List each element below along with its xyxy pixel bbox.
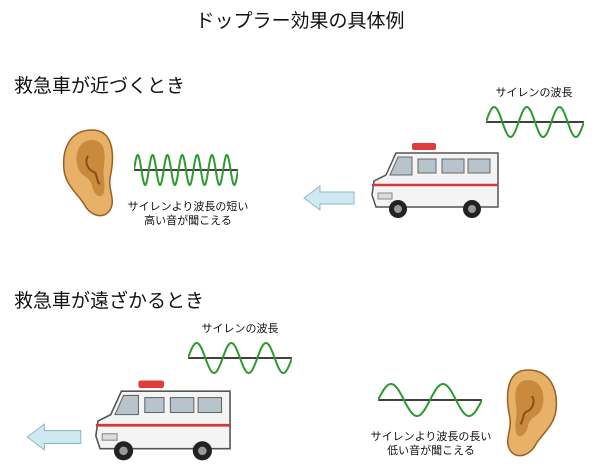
ear-icon (506, 369, 558, 457)
long-wave-caption: サイレンより波長の長い 低い音が聞こえる (356, 430, 506, 458)
short-wave-caption-line2: 高い音が聞こえる (144, 214, 232, 227)
siren-wave-label-1: サイレンの波長 (495, 86, 573, 99)
ambulance-icon (95, 380, 231, 461)
receding-heading: 救急車が遠ざかるとき (14, 290, 205, 312)
siren-wave-label-2: サイレンの波長 (201, 322, 279, 335)
approaching-heading: 救急車が近づくとき (14, 75, 186, 97)
diagram-title: ドップラー効果の具体例 (195, 10, 405, 32)
siren-wave-graphic (188, 341, 292, 375)
left-arrow-icon (303, 185, 355, 211)
long-wave-graphic (378, 382, 482, 418)
short-wave-caption-line1: サイレンより波長の短い (127, 200, 249, 213)
long-wave-caption-line1: サイレンより波長の長い (370, 430, 492, 443)
short-wave-caption: サイレンより波長の短い 高い音が聞こえる (118, 200, 258, 228)
ambulance-icon (371, 143, 499, 218)
ear-icon (62, 129, 114, 217)
siren-wave-graphic (486, 105, 584, 139)
long-wave-caption-line2: 低い音が聞こえる (387, 444, 475, 457)
left-arrow-icon (26, 423, 82, 451)
short-wave-graphic (134, 153, 238, 187)
